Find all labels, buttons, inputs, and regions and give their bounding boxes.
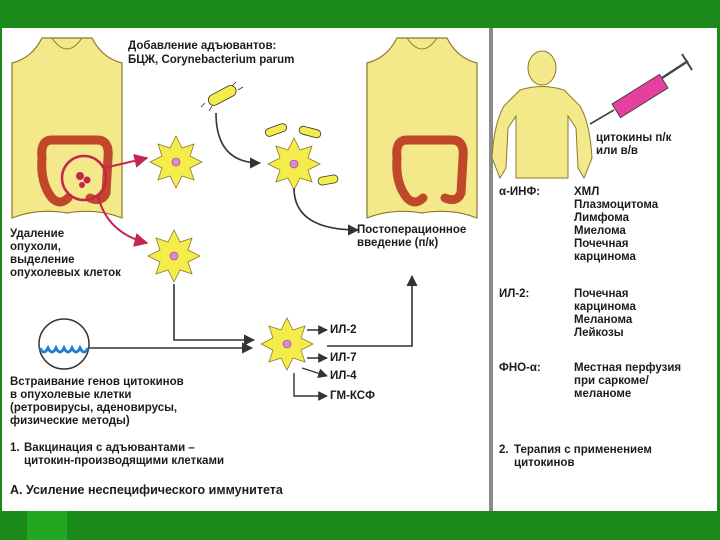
torso-left-illustration [11, 37, 123, 219]
patient-illustration [491, 50, 593, 180]
therapy-indications-tnf: Местная перфузия при саркоме/ меланоме [574, 362, 682, 400]
section-a-title: А. Усиление неспецифического иммунитета [10, 483, 283, 497]
bottom-accent-square [27, 511, 67, 540]
cytokine-label-4: ГМ-КСФ [330, 390, 375, 402]
bacteria-cluster-icon [265, 123, 339, 186]
tumor-cell-upper [149, 135, 203, 189]
gene-insert-label: Встраивание генов цитокинов в опухолевые… [10, 376, 184, 427]
arrow-tumor-to-cell-upper [103, 154, 149, 169]
transfected-tumor-cell [260, 317, 314, 371]
tumor-cell-with-adjuvant [267, 137, 321, 191]
diagram-artwork [11, 37, 693, 401]
therapy-agent-ifn: α-ИНФ: [499, 186, 541, 198]
section1-number: 1. [10, 442, 20, 454]
bottom-frame-bar [0, 511, 720, 540]
arrow-to-postop [293, 187, 360, 236]
arrow-bacterium-to-cell [215, 112, 262, 169]
adjuvants-title: Добавление адъювантов: [128, 40, 277, 52]
adjuvants-list-plain: БЦЖ, [128, 54, 162, 66]
diagram-panel: Добавление адъювантов: БЦЖ, Corynebacter… [2, 28, 717, 511]
panel-divider [489, 28, 493, 511]
arrow-cytokine-to-postop [327, 274, 418, 347]
bacterium-adjuvant-icon [200, 81, 244, 112]
plasmid-icon [38, 318, 90, 370]
arrow-tumor-to-cell-lower [97, 195, 149, 247]
section2-number: 2. [499, 444, 509, 456]
torso-postop-illustration [366, 37, 478, 219]
removal-label: Удаление опухоли, выделение опухолевых к… [10, 228, 121, 279]
arrow-cytokine-3 [301, 367, 328, 378]
therapy-indications-ifn: ХМЛ Плазмоцитома Лимфома Миелома Почечна… [574, 186, 659, 263]
therapy-agent-tnf: ФНО-α: [499, 362, 541, 374]
adjuvants-list-italic: Corynebacterium parum [161, 54, 295, 66]
cytokine-label-1: ИЛ-2 [330, 324, 357, 336]
section2-title: Терапия с применением цитокинов [514, 444, 652, 469]
therapy-agent-il2: ИЛ-2: [499, 288, 530, 300]
injection-label: цитокины п/к или в/в [596, 132, 672, 157]
adjuvants-list: БЦЖ, Corynebacterium parum [128, 54, 294, 67]
arrow-cytokine-4 [293, 373, 328, 401]
section1-title: Вакцинация с адъювантами – цитокин-произ… [24, 442, 225, 467]
tumor-cell-lower [147, 229, 201, 283]
cytokine-label-2: ИЛ-7 [330, 352, 357, 364]
arrow-cell-to-transfected [173, 284, 256, 346]
cytokine-label-3: ИЛ-4 [330, 370, 357, 382]
therapy-indications-il2: Почечная карцинома Меланома Лейкозы [574, 288, 636, 339]
syringe-icon [589, 53, 693, 125]
top-frame-bar [0, 0, 720, 26]
tumor-highlight-circle [60, 154, 108, 202]
postop-label: Постоперационное введение (п/к) [357, 224, 467, 249]
